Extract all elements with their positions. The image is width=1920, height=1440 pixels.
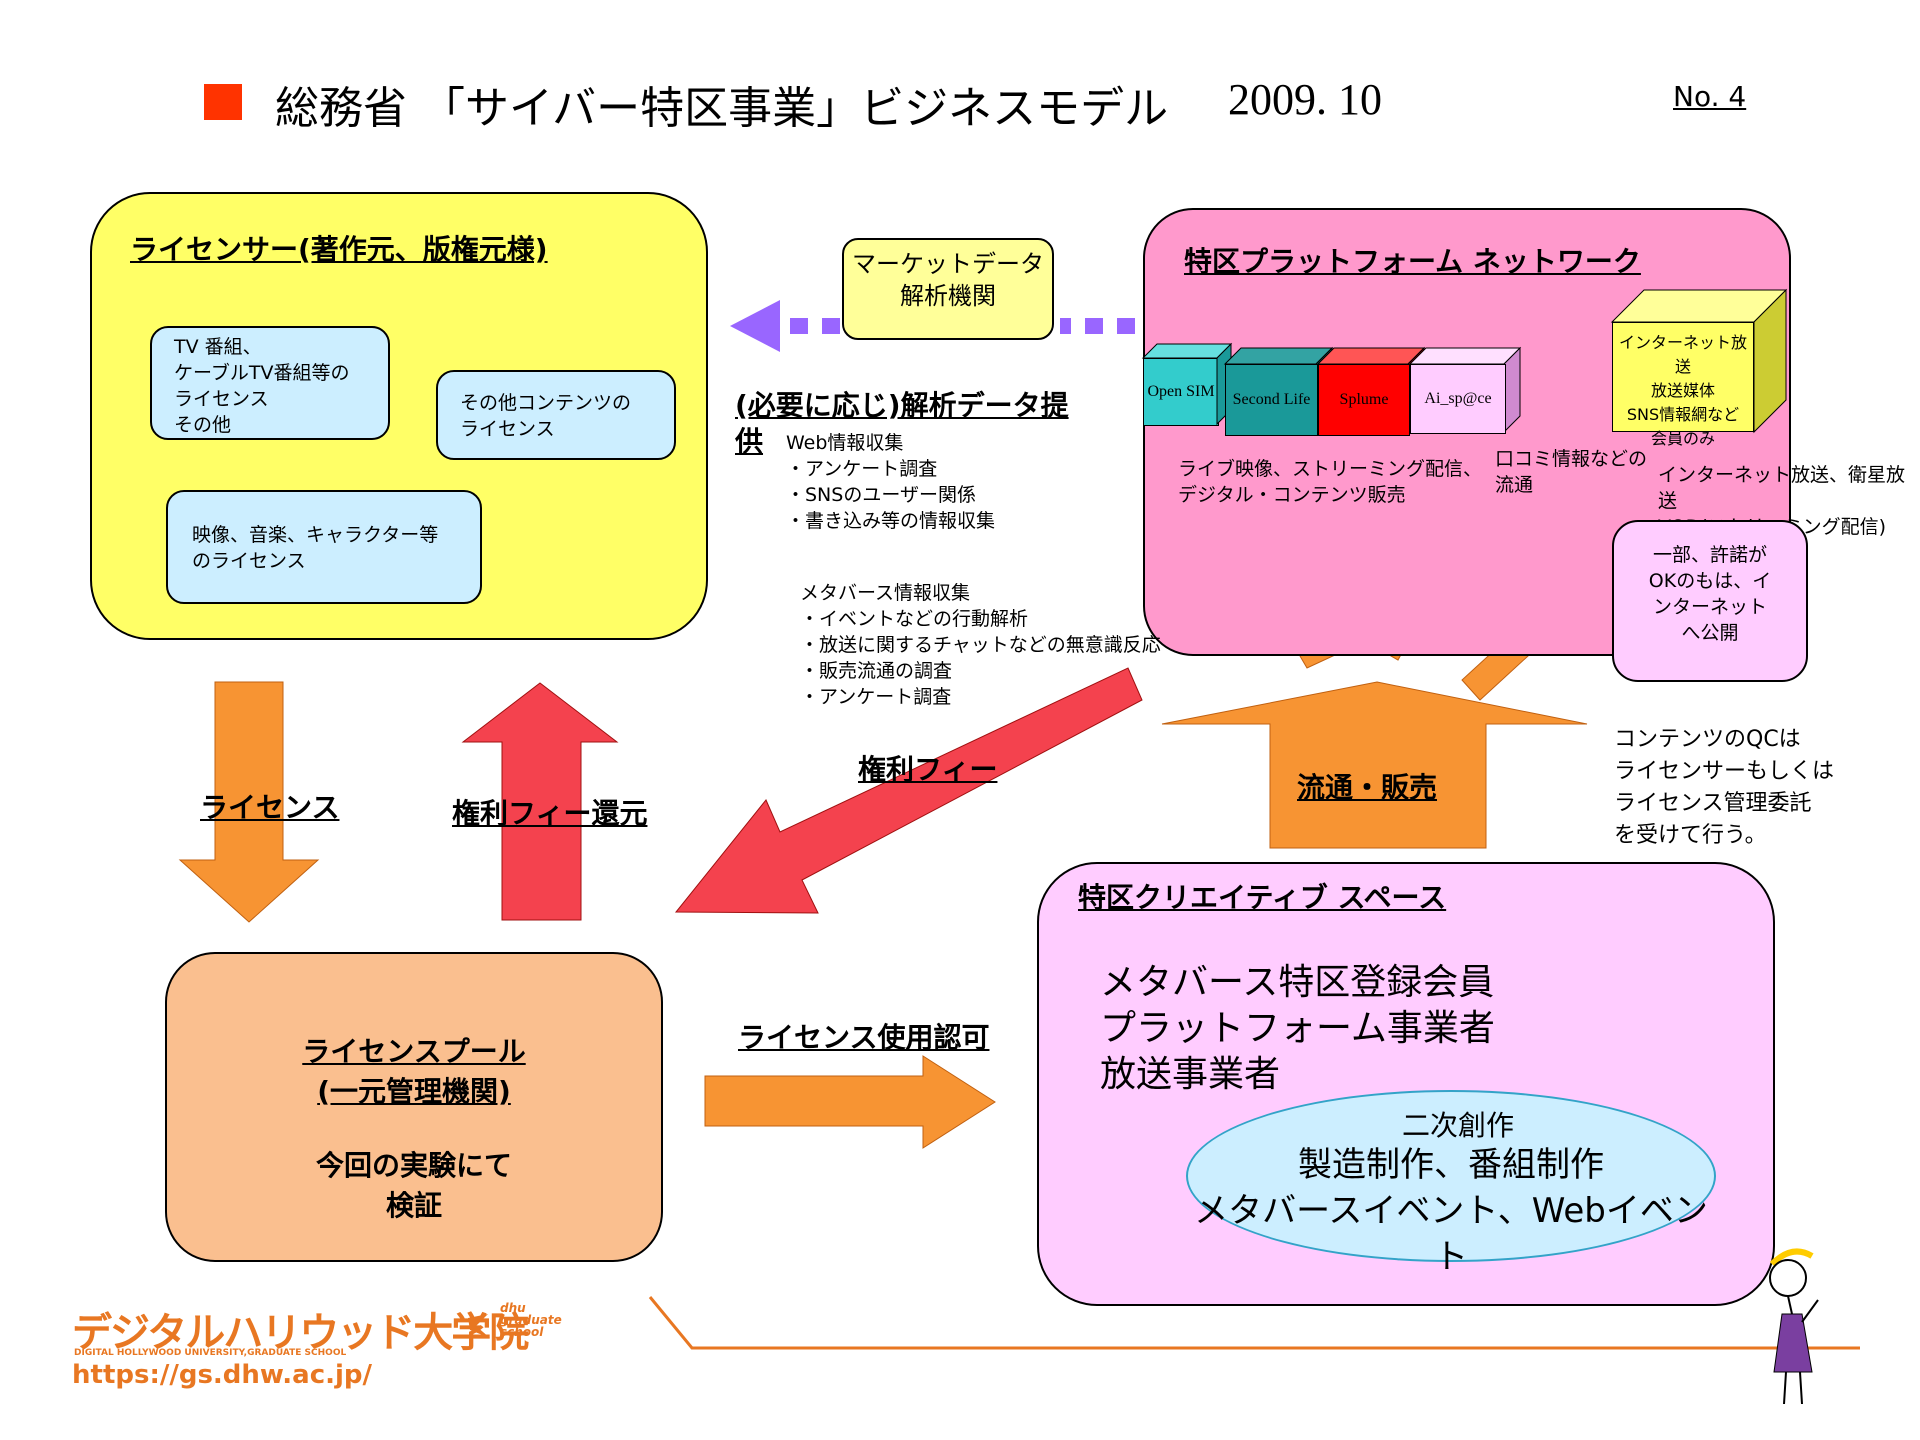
license-pool-body: 今回の実験にて 検証 [315,1149,512,1222]
cube-ai-space: Ai_sp@ce [1410,364,1506,434]
secondary-creation-label: 二次創作 [1402,1109,1515,1142]
market-data-arrow [730,300,1135,352]
licensor-media-box: 映像、音楽、キャラクター等 のライセンス [166,490,482,604]
fee-return-up-arrow [461,682,619,921]
dhu-logo-text: dhu graduate school [500,1301,562,1339]
qc-note: コンテンツのQCは ライセンサーもしくは ライセンス管理委託 を受けて行う。 [1614,727,1835,848]
dhu-logo-icon [466,1312,492,1340]
cube-internet: インターネット放送 放送媒体 SNS情報網など 会員のみ [1612,322,1754,448]
cube-open-sim: Open SIM [1143,358,1219,426]
cube-open-sim-label: Open SIM [1147,383,1215,400]
license-pool-title: ライセンスプール (一元管理機関) [302,1035,526,1108]
metaverse-info-text: メタバース情報収集 ・イベントなどの行動解析 ・放送に関するチャットなどの無意識… [800,582,1161,708]
kuchikomi-text: 口コミ情報などの 流通 [1495,448,1648,496]
licensor-other-box: その他コンテンツの ライセンス [436,370,676,460]
page-date: 2009. 10 [1228,75,1382,124]
footer-logo-sub: DIGITAL HOLLYWOOD UNIVERSITY,GRADUATE SC… [74,1348,347,1358]
secondary-creation-ellipse [1186,1090,1716,1262]
cube-second-life: Second Life [1225,364,1318,436]
licensor-title: ライセンサー(著作元、版権元様) [130,233,548,266]
public-release-box: 一部、許諾が OKのもは、イ ンターネット へ公開 [1612,520,1808,682]
license-use-arrow [704,1055,996,1149]
distribution-up-arrow [1161,681,1588,849]
page-title: 総務省 「サイバー特区事業」ビジネスモデル [275,83,1169,134]
license-use-label: ライセンス使用認可 [738,1021,990,1054]
platform-title: 特区プラットフォーム ネットワーク [1184,245,1641,278]
fee-return-label: 権利フィー還元 [452,797,648,830]
distribution-label: 流通・販売 [1297,771,1438,804]
web-info-text: Web情報収集 ・アンケート調査 ・SNSのユーザー関係 ・書き込み等の情報収集 [786,432,996,532]
license-label: ライセンス [200,791,340,824]
mascot-figure [1769,1248,1819,1405]
rights-fee-arrow [674,667,1143,914]
cube-ai-space-label: Ai_sp@ce [1424,390,1492,407]
market-analysis-box: マーケットデータ 解析機関 [842,238,1054,340]
rights-fee-label: 権利フィー [858,753,998,786]
license-pool-panel [165,952,663,1262]
cube-splume: Splume [1318,364,1410,436]
footer-logo: デジタルハリウッド大学院 [72,1310,529,1356]
creative-title: 特区クリエイティブ スペース [1078,881,1447,914]
creative-members: メタバース特区登録会員 プラットフォーム事業者 放送事業者 [1100,962,1495,1095]
cube-splume-label: Splume [1339,391,1389,408]
cube-second-life-label: Second Life [1232,391,1311,408]
secondary-creation-text: 製造制作、番組制作 メタバースイベント、Webイベント [1194,1145,1708,1277]
footer-url: https://gs.dhw.ac.jp/ [72,1360,373,1390]
title-square-icon [204,84,242,120]
footer-line [648,1296,1860,1350]
license-down-arrow [178,681,320,923]
licensor-tv-box: TV 番組、 ケーブルTV番組等の ライセンス その他 [150,326,390,440]
live-text: ライブ映像、ストリーミング配信、 デジタル・コンテンツ販売 [1178,458,1483,506]
page-number: No. 4 [1673,80,1747,113]
analysis-title: (必要に応じ)解析データ提 供 [735,389,1069,458]
